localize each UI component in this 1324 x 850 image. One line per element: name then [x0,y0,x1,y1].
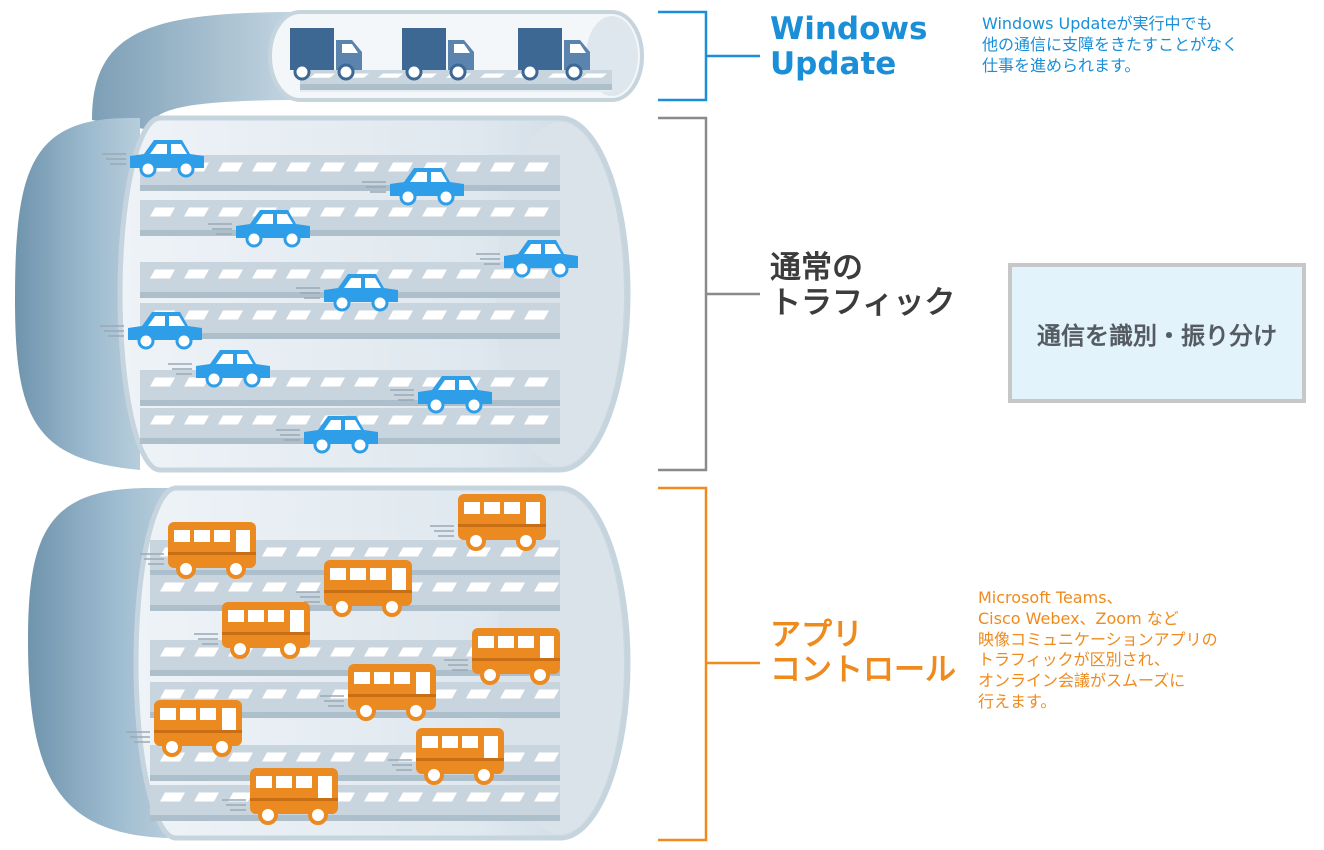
normal-traffic-title-line: 通常の [770,250,863,286]
windows-update-description: Windows Updateが実行中でも 他の通信に支障をきたすことがなく 仕事… [982,14,1238,76]
identify-distribute-label: 通信を識別・振り分け [1037,321,1277,350]
windows-update-desc-line: 仕事を進められます。 [982,55,1141,75]
app-control-desc-line: オンライン会議がスムーズに [978,671,1186,691]
windows-update-desc-line: 他の通信に支障をきたすことがなく [982,34,1239,54]
car-icon [168,350,270,388]
road-lane [140,303,560,339]
windows-update-title-line: Windows [770,11,928,47]
app-control-desc-line: 映像コミュニケーションアプリの [978,629,1218,649]
bus-icon [126,700,242,757]
app-control-desc-line: トラフィックが区別され、 [978,650,1170,670]
windows-update-title: Windows Update [770,12,927,81]
bus-icon [444,628,560,685]
car-icon [476,240,578,278]
windows-update-title-line: Update [770,45,897,82]
app-control-title: アプリ コントロール [770,618,956,687]
road-lane [150,785,560,821]
car-icon [208,210,310,248]
app-control-desc-line: Microsoft Teams、 [978,588,1123,607]
app-control-bracket [658,486,760,842]
app-control-desc-line: Cisco Webex、Zoom など [978,608,1179,628]
truck-icon [518,28,590,81]
bus-icon [296,560,412,617]
truck-icon [402,28,474,81]
car-icon [296,274,398,312]
car-icon [390,376,492,414]
car-icon [100,312,202,350]
bus-icon [430,494,546,551]
app-control-desc-line: 行えます。 [978,691,1057,711]
bus-icon [140,522,256,579]
bus-icon [194,602,310,659]
truck-icon [290,28,362,81]
app-control-description: Microsoft Teams、 Cisco Webex、Zoom など 映像コ… [978,588,1218,713]
bus-icon [388,728,504,785]
normal-traffic-title: 通常の トラフィック [770,251,955,320]
car-icon [102,140,204,178]
road-lane [140,200,560,236]
identify-distribute-box: 通信を識別・振り分け [1008,263,1306,403]
bus-icon [222,768,338,825]
windows-update-bracket [658,10,760,102]
normal-traffic-bracket [658,116,760,472]
connector-pipe [15,12,300,838]
bus-icon [320,664,436,721]
car-icon [276,416,378,454]
windows-update-desc-line: Windows Updateが実行中でも [982,14,1213,33]
normal-traffic-title-line: トラフィック [770,284,956,321]
app-control-title-line: コントロール [770,651,956,688]
car-icon [362,168,464,206]
app-control-title-line: アプリ [770,617,863,653]
